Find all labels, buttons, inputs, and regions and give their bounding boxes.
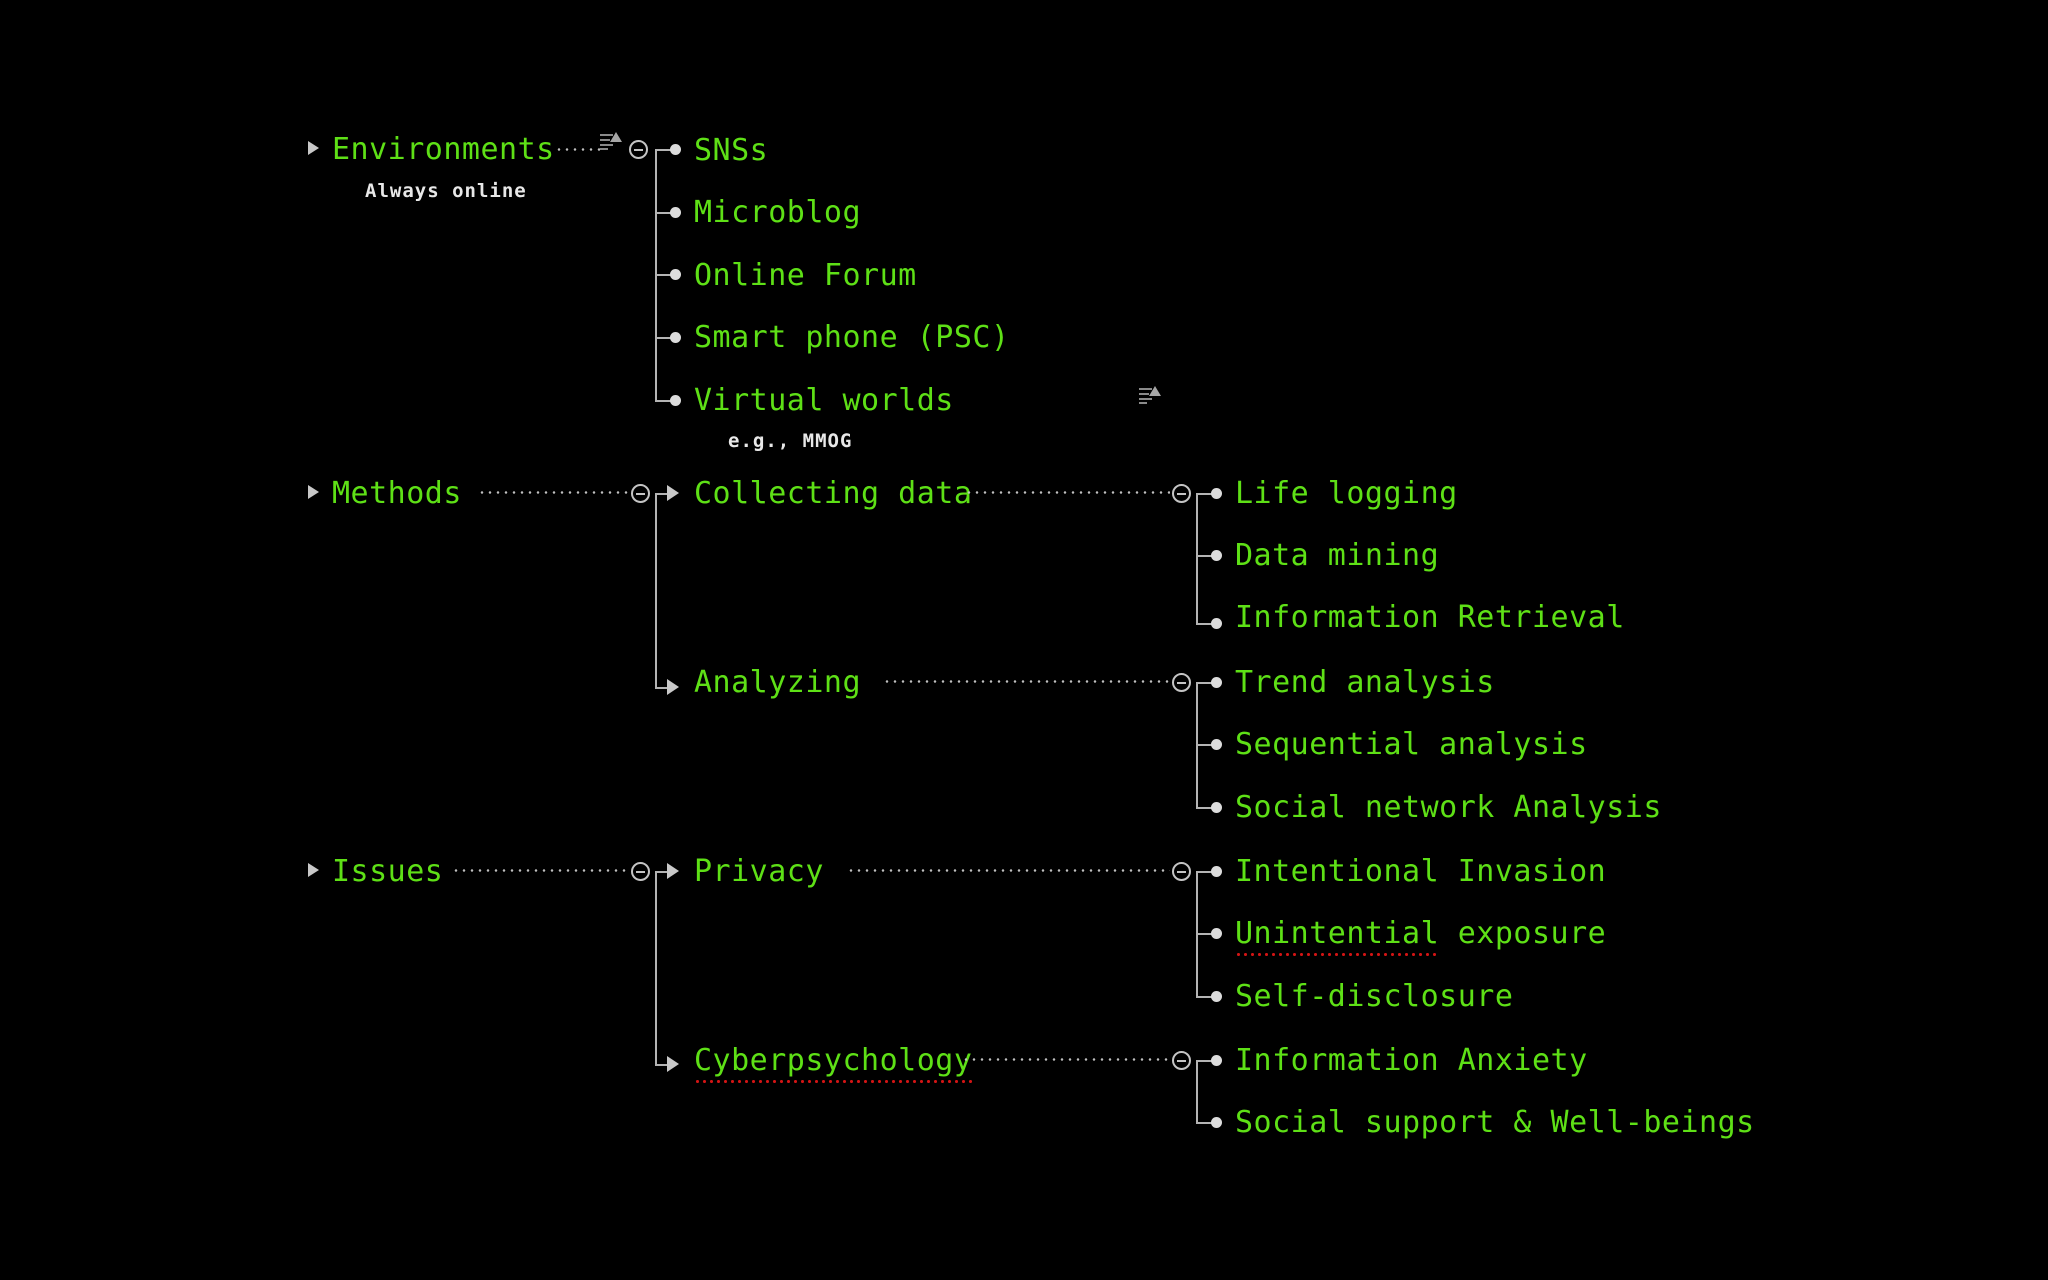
minus-circle-icon-methods[interactable]: [631, 484, 650, 503]
tree-trunk-methods: [655, 493, 657, 689]
expander-issues[interactable]: [308, 863, 319, 877]
expander-methods[interactable]: [308, 485, 319, 499]
tree-branch-collecting-data: [655, 493, 669, 495]
node-collecting-data[interactable]: Collecting data: [694, 476, 973, 511]
tree-branch-cyberpsychology: [655, 1064, 669, 1066]
node-information-anxiety[interactable]: Information Anxiety: [1235, 1043, 1588, 1078]
node-snss[interactable]: SNSs: [694, 133, 769, 168]
node-social-network-analysis[interactable]: Social network Analysis: [1235, 790, 1662, 825]
node-environments[interactable]: Environments: [332, 132, 555, 167]
dot-bullet-icon-data-mining: [1211, 550, 1222, 561]
dot-bullet-icon-intentional-invasion: [1211, 866, 1222, 877]
connector-collecting-data: [965, 491, 1170, 494]
tree-branch-life-logging: [1196, 493, 1213, 495]
tree-branch-self-disclosure: [1196, 996, 1213, 998]
connector-issues: [452, 869, 628, 872]
tree-branch-information-retrieval: [1196, 623, 1213, 625]
connector-analyzing: [883, 680, 1170, 683]
tree-branch-virtual-worlds: [655, 400, 672, 402]
node-social-support[interactable]: Social support & Well-beings: [1235, 1105, 1755, 1140]
node-privacy[interactable]: Privacy: [694, 854, 824, 889]
connector-privacy: [847, 869, 1170, 872]
minus-circle-icon-cyberpsychology[interactable]: [1172, 1051, 1191, 1070]
expander-analyzing[interactable]: [667, 679, 679, 695]
expander-environments[interactable]: [308, 141, 319, 155]
tree-branch-snss: [655, 149, 672, 151]
node-cyberpsychology[interactable]: Cyberpsychology: [694, 1043, 973, 1085]
dot-bullet-icon-sequential-analysis: [1211, 739, 1222, 750]
minus-circle-icon-privacy[interactable]: [1172, 862, 1191, 881]
node-methods[interactable]: Methods: [332, 476, 462, 511]
tree-branch-social-support: [1196, 1122, 1213, 1124]
connector-environments: [555, 148, 603, 151]
tree-branch-analyzing: [655, 687, 669, 689]
dot-bullet-icon-information-retrieval: [1211, 618, 1222, 629]
expander-cyberpsychology[interactable]: [667, 1056, 679, 1072]
dot-bullet-icon-social-network-analysis: [1211, 802, 1222, 813]
note-lines-icon-environments[interactable]: [600, 132, 622, 150]
dot-bullet-icon-trend-analysis: [1211, 677, 1222, 688]
tree-branch-microblog: [655, 212, 672, 214]
tree-branch-data-mining: [1196, 555, 1213, 557]
connector-methods: [478, 491, 628, 494]
node-sequential-analysis[interactable]: Sequential analysis: [1235, 727, 1588, 762]
tree-branch-social-network-analysis: [1196, 807, 1213, 809]
node-data-mining[interactable]: Data mining: [1235, 538, 1440, 573]
tree-branch-smart-phone: [655, 337, 672, 339]
node-intentional-invasion[interactable]: Intentional Invasion: [1235, 854, 1607, 889]
dot-bullet-icon-social-support: [1211, 1117, 1222, 1128]
expander-collecting-data[interactable]: [667, 485, 679, 501]
dot-bullet-icon-smart-phone: [670, 332, 681, 343]
node-analyzing[interactable]: Analyzing: [694, 665, 862, 700]
minus-circle-icon-collecting-data[interactable]: [1172, 484, 1191, 503]
node-self-disclosure[interactable]: Self-disclosure: [1235, 979, 1514, 1014]
dot-bullet-icon-information-anxiety: [1211, 1055, 1222, 1066]
annotation-eg-mmog: e.g., MMOG: [728, 430, 853, 452]
dot-bullet-icon-virtual-worlds: [670, 395, 681, 406]
tree-trunk-collecting-data: [1196, 493, 1198, 624]
tree-branch-information-anxiety: [1196, 1060, 1213, 1062]
tree-branch-trend-analysis: [1196, 682, 1213, 684]
node-life-logging[interactable]: Life logging: [1235, 476, 1458, 511]
dot-bullet-icon-microblog: [670, 207, 681, 218]
dot-bullet-icon-online-forum: [670, 269, 681, 280]
annotation-always-online: Always online: [365, 180, 527, 202]
minus-circle-icon-analyzing[interactable]: [1172, 673, 1191, 692]
connector-cyberpsychology: [962, 1058, 1170, 1061]
node-information-retrieval[interactable]: Information Retrieval: [1235, 600, 1625, 635]
node-trend-analysis[interactable]: Trend analysis: [1235, 665, 1495, 700]
node-virtual-worlds[interactable]: Virtual worlds: [694, 383, 954, 418]
spellcheck-word-cyberpsychology[interactable]: Cyberpsychology: [694, 1043, 973, 1085]
dot-bullet-icon-life-logging: [1211, 488, 1222, 499]
node-unintential-exposure-rest: exposure: [1439, 916, 1607, 951]
node-unintential-exposure[interactable]: Unintential exposure: [1235, 916, 1607, 958]
tree-trunk-issues: [655, 871, 657, 1066]
tree-branch-intentional-invasion: [1196, 871, 1213, 873]
tree-branch-privacy: [655, 871, 669, 873]
node-smart-phone[interactable]: Smart phone (PSC): [694, 320, 1010, 355]
node-issues[interactable]: Issues: [332, 854, 444, 889]
node-online-forum[interactable]: Online Forum: [694, 258, 917, 293]
expander-privacy[interactable]: [667, 863, 679, 879]
node-microblog[interactable]: Microblog: [694, 195, 862, 230]
dot-bullet-icon-snss: [670, 144, 681, 155]
minus-circle-icon-environments[interactable]: [629, 140, 648, 159]
tree-branch-online-forum: [655, 274, 672, 276]
tree-branch-sequential-analysis: [1196, 744, 1213, 746]
tree-trunk-cyberpsychology: [1196, 1060, 1198, 1123]
tree-branch-unintential-exposure: [1196, 933, 1213, 935]
dot-bullet-icon-unintential-exposure: [1211, 928, 1222, 939]
spellcheck-word-unintential[interactable]: Unintential: [1235, 916, 1440, 958]
note-lines-icon-floating[interactable]: [1139, 386, 1161, 404]
minus-circle-icon-issues[interactable]: [631, 862, 650, 881]
dot-bullet-icon-self-disclosure: [1211, 991, 1222, 1002]
